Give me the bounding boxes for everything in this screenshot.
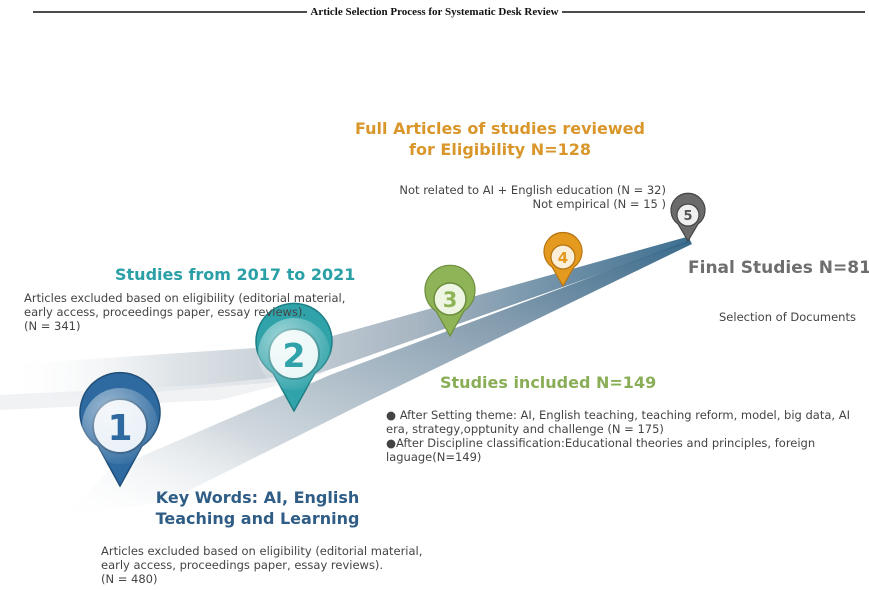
- ribbon-upper: [0, 236, 690, 405]
- step-4-heading: Full Articles of studies reviewed for El…: [300, 118, 700, 160]
- step-2-heading: Studies from 2017 to 2021: [115, 265, 356, 284]
- step-1-pin: 1: [79, 371, 161, 488]
- step-2-pin: 2: [255, 302, 333, 413]
- step-3-bullet-2: ●After Discipline classification:Educati…: [386, 436, 816, 464]
- step-1-note: Articles excluded based on eligibility (…: [101, 544, 423, 572]
- step-2-note: Articles excluded based on eligibility (…: [24, 291, 346, 319]
- step-5-note: Selection of Documents: [719, 310, 856, 324]
- step-2-count: (N = 341): [24, 319, 81, 333]
- pin-4-face: [550, 244, 576, 270]
- step-4-heading-line2: for Eligibility N=128: [409, 140, 591, 159]
- pin-5-face: [676, 203, 700, 227]
- step-1-notes: Articles excluded based on eligibility (…: [101, 544, 441, 586]
- pin-2-shine: [258, 318, 330, 390]
- step-3-heading: Studies included N=149: [440, 373, 657, 392]
- pin-1-number: 1: [107, 408, 132, 449]
- step-3-pin: 3: [424, 264, 476, 338]
- step-2-notes: Articles excluded based on eligibility (…: [24, 291, 359, 333]
- pin-4-number: 4: [558, 249, 568, 267]
- step-3-notes: ● After Setting theme: AI, English teach…: [386, 408, 866, 464]
- step-4-notes: Not related to AI + English education (N…: [330, 183, 666, 211]
- step-4-note-1: Not related to AI + English education (N…: [399, 183, 666, 197]
- step-5-heading: Final Studies N=81: [688, 258, 869, 278]
- diagram-title: Article Selection Process for Systematic…: [0, 6, 869, 18]
- ribbon-lower: [60, 240, 692, 520]
- step-3-bullet-1: ● After Setting theme: AI, English teach…: [386, 408, 850, 436]
- pin-2-number: 2: [283, 336, 306, 375]
- pin-1-shine: [82, 388, 158, 464]
- step-4-heading-line1: Full Articles of studies reviewed: [355, 119, 645, 138]
- step-4-pin: 4: [543, 231, 583, 288]
- pin-3-face: [433, 282, 467, 316]
- step-4-note-2: Not empirical (N = 15 ): [532, 197, 666, 211]
- pin-3-number: 3: [443, 288, 458, 312]
- step-1-count: (N = 480): [101, 572, 158, 586]
- pin-5-number: 5: [683, 209, 692, 224]
- step-1-heading: Key Words: AI, English Teaching and Lear…: [155, 488, 360, 528]
- step-5-pin: 5: [670, 192, 706, 243]
